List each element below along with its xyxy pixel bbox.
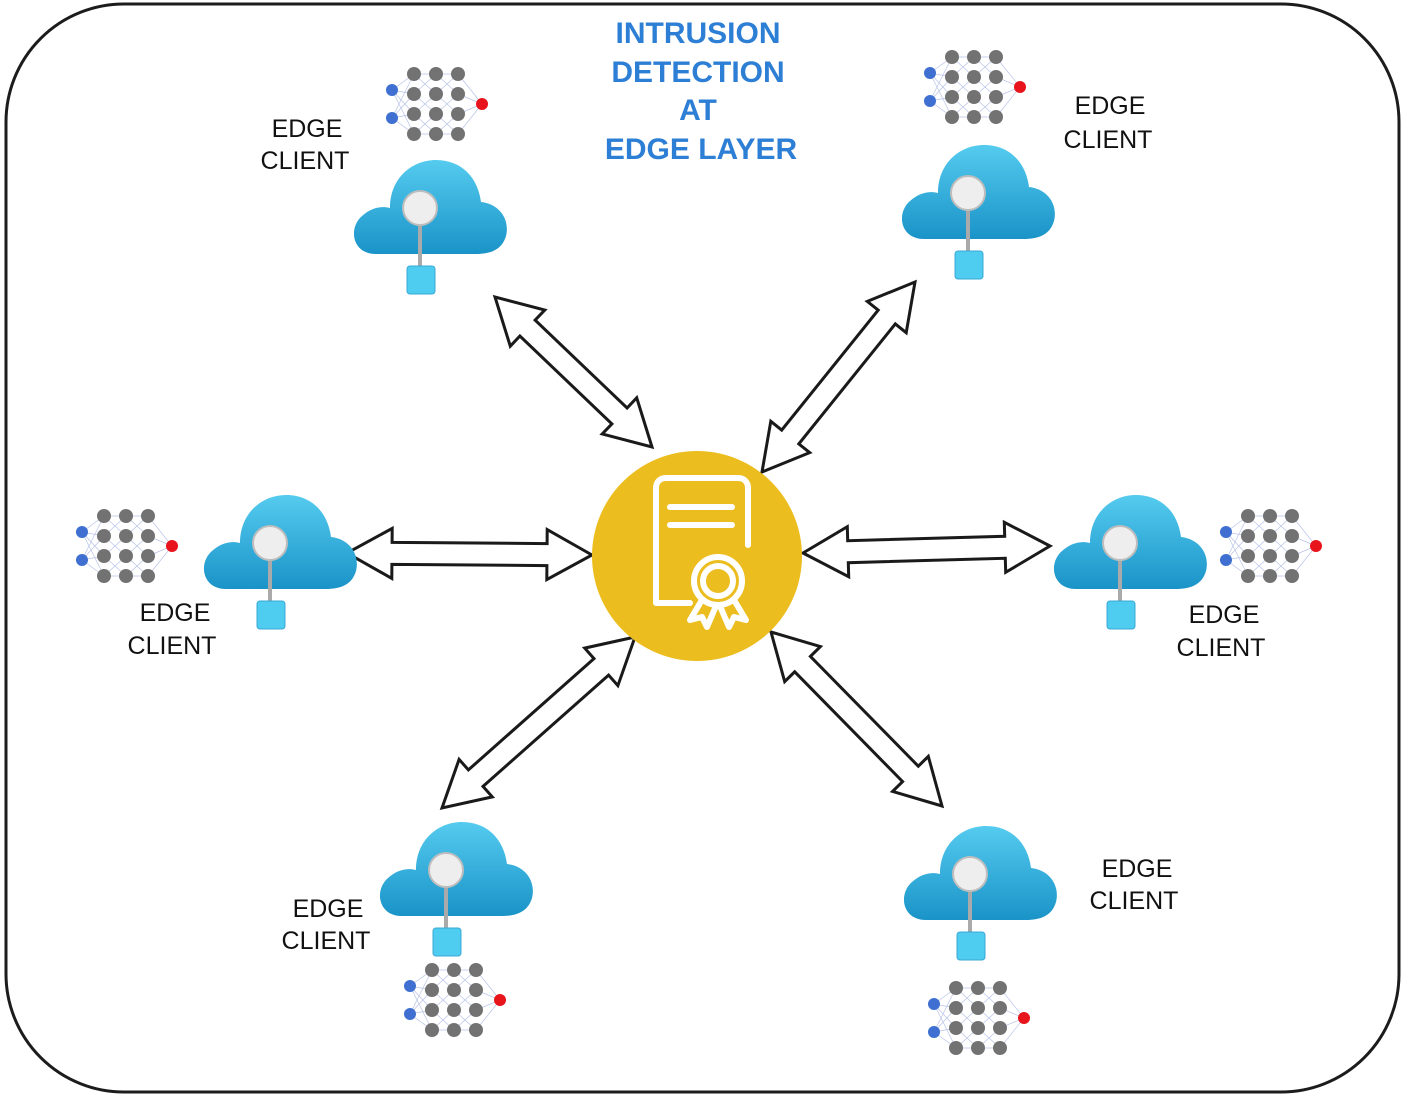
connection-arrows	[343, 279, 1054, 811]
client-label-line-1: EDGE	[293, 895, 364, 923]
double-arrow-bottom-right	[768, 629, 945, 809]
client-label-line-1: EDGE	[1075, 92, 1146, 120]
client-label-line-1: EDGE	[1102, 855, 1173, 883]
client-label-line-2: CLIENT	[1064, 126, 1153, 154]
central-server-hub	[592, 451, 802, 661]
edge-client-bottom-right: EDGE CLIENT	[901, 824, 1179, 1056]
client-label-line-2: CLIENT	[282, 927, 371, 955]
edge-client-middle-right: EDGE CLIENT	[1051, 493, 1323, 662]
client-label-line-1: EDGE	[1189, 601, 1260, 629]
client-label-line-1: EDGE	[140, 599, 211, 627]
edge-client-top-right: EDGE CLIENT	[899, 49, 1153, 281]
double-arrow-middle-right	[799, 519, 1054, 580]
diagram-title: INTRUSION DETECTION AT EDGE LAYER	[605, 17, 798, 166]
title-line-3: AT	[679, 94, 717, 127]
edge-client-middle-left: EDGE CLIENT	[75, 493, 359, 660]
hub-circle	[592, 451, 802, 661]
double-arrow-top-right	[760, 279, 917, 475]
double-arrow-top-left	[492, 294, 655, 450]
certificate-document-icon	[653, 475, 751, 630]
title-line-4: EDGE LAYER	[605, 133, 798, 166]
double-arrow-bottom-left	[439, 634, 638, 811]
client-label-line-2: CLIENT	[1090, 887, 1179, 915]
client-label-line-2: CLIENT	[1177, 634, 1266, 662]
title-line-1: INTRUSION	[616, 17, 781, 50]
client-label-line-1: EDGE	[272, 115, 343, 143]
edge-client-top-left: EDGE CLIENT	[261, 66, 509, 296]
client-label-line-2: CLIENT	[261, 147, 350, 175]
edge-client-bottom-left: EDGE CLIENT	[282, 820, 535, 1038]
client-label-line-2: CLIENT	[128, 632, 217, 660]
title-line-2: DETECTION	[611, 56, 784, 89]
